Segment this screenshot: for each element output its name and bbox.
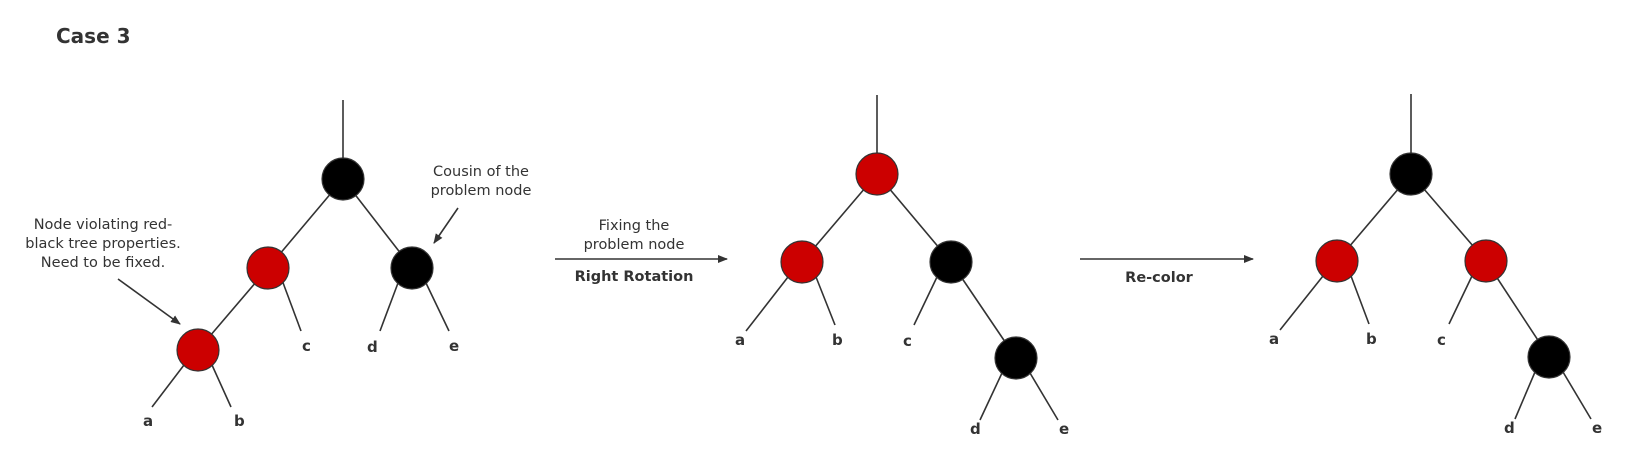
tree-before: a b c d e Node violating red- black tree… xyxy=(25,100,531,430)
edge-leftleft-a xyxy=(151,364,185,408)
tree-node-left xyxy=(246,246,290,290)
edge-rightright-e xyxy=(1562,371,1592,420)
tree-node-left xyxy=(780,240,824,284)
leaf-label-d: d xyxy=(1504,419,1515,437)
tree-node-root xyxy=(855,152,899,196)
edge-left-a xyxy=(745,276,789,332)
annotation-violating-line-3: Need to be fixed. xyxy=(41,255,165,271)
annotation-violating-pointer xyxy=(117,278,181,325)
step-1-line-2: problem node xyxy=(584,237,685,253)
tree-node-right xyxy=(1464,239,1508,283)
tree-node-root xyxy=(321,157,365,201)
tree-node-rightright xyxy=(994,336,1038,380)
edge-left-b xyxy=(1350,275,1370,325)
edge-rightright-d xyxy=(979,372,1003,421)
tree-node-right xyxy=(929,240,973,284)
edge-rightright-e xyxy=(1029,372,1059,421)
edge-leftleft-b xyxy=(211,364,232,408)
leaf-label-a: a xyxy=(735,331,745,349)
tree-node-root xyxy=(1389,152,1433,196)
annotation-violating-line-2: black tree properties. xyxy=(25,236,180,252)
step-2-operation: Re-color xyxy=(1125,270,1194,286)
annotation-violating-node: Node violating red- black tree propertie… xyxy=(25,217,181,325)
leaf-label-e: e xyxy=(1059,420,1069,438)
edge-right-c xyxy=(913,276,938,326)
step-1-operation: Right Rotation xyxy=(575,269,694,285)
tree-node-leftleft xyxy=(176,328,220,372)
leaf-label-a: a xyxy=(1269,330,1279,348)
edge-left-b xyxy=(815,276,836,326)
leaf-label-c: c xyxy=(302,337,311,355)
leaf-label-d: d xyxy=(970,420,981,438)
edge-left-c xyxy=(281,279,302,332)
tree-node-left xyxy=(1315,239,1359,283)
page-title: Case 3 xyxy=(56,24,131,48)
tree-after-rotation: a b c d e xyxy=(735,95,1069,438)
tree-node-right xyxy=(390,246,434,290)
leaf-label-d: d xyxy=(367,338,378,356)
edge-right-c xyxy=(1448,275,1473,325)
leaf-label-c: c xyxy=(1437,331,1446,349)
step-re-color: Re-color xyxy=(1080,255,1254,286)
tree-after-recolor: a b c d e xyxy=(1269,94,1602,437)
edge-right-d xyxy=(379,282,399,332)
leaf-label-a: a xyxy=(143,412,153,430)
annotation-cousin: Cousin of the problem node xyxy=(431,164,532,244)
leaf-label-b: b xyxy=(832,331,843,349)
edge-left-a xyxy=(1279,275,1324,331)
leaf-label-c: c xyxy=(903,332,912,350)
edge-right-e xyxy=(425,282,450,332)
edge-rightright-d xyxy=(1514,371,1536,420)
step-right-rotation: Fixing the problem node Right Rotation xyxy=(555,218,728,285)
leaf-label-b: b xyxy=(234,412,245,430)
annotation-violating-line-1: Node violating red- xyxy=(34,217,173,233)
step-1-line-1: Fixing the xyxy=(599,218,670,234)
annotation-cousin-pointer xyxy=(433,207,459,244)
leaf-label-e: e xyxy=(449,337,459,355)
leaf-label-e: e xyxy=(1592,419,1602,437)
leaf-label-b: b xyxy=(1366,330,1377,348)
annotation-cousin-line-1: Cousin of the xyxy=(433,164,529,180)
tree-node-rightright xyxy=(1527,335,1571,379)
annotation-cousin-line-2: problem node xyxy=(431,183,532,199)
